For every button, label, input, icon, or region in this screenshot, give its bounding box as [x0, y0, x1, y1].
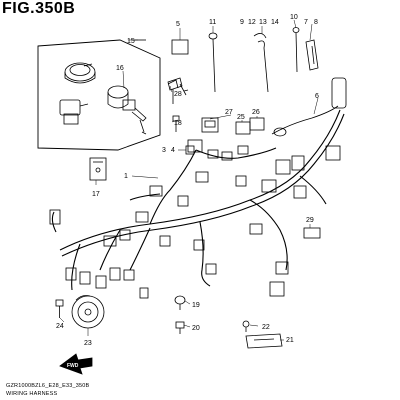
callout-21: 21: [286, 337, 294, 344]
bolt-18-icon[interactable]: [172, 115, 180, 132]
callout-1: 1: [124, 173, 128, 180]
callout-10: 10: [290, 14, 298, 21]
harness-connectors[interactable]: [49, 139, 341, 299]
sensor-lead-6-icon[interactable]: [271, 77, 347, 137]
callout-28: 28: [174, 91, 182, 98]
callout-25: 25: [237, 114, 245, 121]
callout-29: 29: [306, 217, 314, 224]
callout-12: 12: [248, 19, 256, 26]
key-icon[interactable]: [167, 77, 189, 96]
bracket-17-icon[interactable]: [89, 157, 107, 181]
horn-23-icon[interactable]: [71, 295, 105, 329]
fwd-arrow-icon: [59, 353, 93, 375]
screw-22-icon[interactable]: [242, 320, 250, 332]
callout-7: 7: [304, 19, 308, 26]
figure-title: FIG.350B: [2, 0, 76, 17]
fuel-cap-icon[interactable]: [64, 62, 96, 84]
callout-17: 17: [92, 191, 100, 198]
relay-25-icon[interactable]: [235, 121, 251, 135]
callout-11: 11: [209, 19, 216, 26]
inset-box-15: [37, 39, 161, 151]
callout-9: 9: [240, 19, 244, 26]
cable-tie-11-icon[interactable]: [208, 32, 218, 93]
switch-19-icon[interactable]: [174, 295, 186, 310]
label-29-icon[interactable]: [303, 227, 321, 239]
callout-8: 8: [314, 19, 318, 26]
ignition-switch-icon[interactable]: [107, 85, 147, 135]
relay-27-icon[interactable]: [201, 117, 219, 133]
clamp-9-12-13-icon[interactable]: [253, 33, 269, 93]
main-wiring-harness[interactable]: [51, 109, 345, 291]
callout-18: 18: [174, 120, 182, 127]
callout-23: 23: [84, 340, 92, 347]
figure-subtitle: WIRING HARNESS: [6, 391, 58, 397]
bolt-24-icon[interactable]: [55, 299, 64, 318]
relay-26-icon[interactable]: [249, 117, 265, 131]
screw-28-icon[interactable]: [167, 79, 179, 104]
label-sticker-icon[interactable]: [171, 39, 189, 55]
callout-labels: 15 16 5 11 9 12 13 14 10 7 8 6 28 18 27 …: [56, 14, 319, 347]
bolt-20-icon[interactable]: [175, 321, 185, 334]
callout-19: 19: [192, 302, 200, 309]
callout-3: 3: [162, 147, 166, 154]
bracket-21-icon[interactable]: [245, 333, 283, 349]
callout-16: 16: [116, 65, 124, 72]
callout-13: 13: [259, 19, 267, 26]
callout-27: 27: [225, 109, 233, 116]
leader-lines: [59, 19, 319, 341]
lock-cylinder-icon[interactable]: [59, 99, 89, 125]
callout-26: 26: [252, 109, 260, 116]
callout-24: 24: [56, 323, 64, 330]
callout-14: 14: [271, 19, 279, 26]
callout-5: 5: [176, 21, 180, 28]
callout-15: 15: [127, 38, 135, 45]
fwd-label: FWD: [67, 363, 79, 369]
callout-20: 20: [192, 325, 200, 332]
clamp-10-icon[interactable]: [292, 27, 300, 73]
callout-4: 4: [171, 147, 175, 154]
clip-3-4-icon[interactable]: [185, 145, 195, 155]
model-code: GZR1000BZL6_E28_E33_350B: [6, 383, 90, 389]
callout-22: 22: [262, 324, 270, 331]
clamp-7-8-icon[interactable]: [305, 39, 319, 71]
callout-6: 6: [315, 93, 319, 100]
